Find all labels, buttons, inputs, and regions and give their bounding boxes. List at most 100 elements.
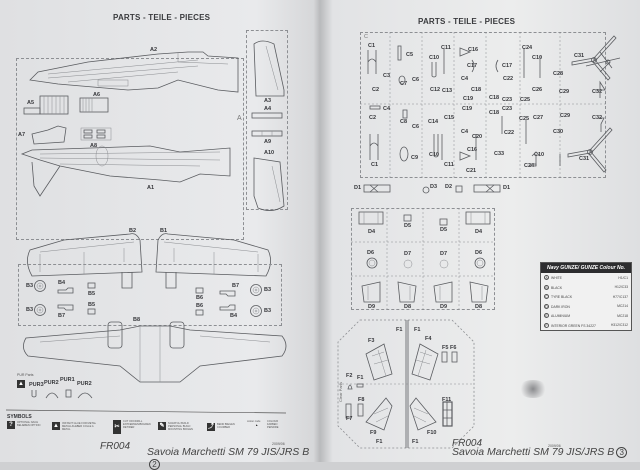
- label-c18-bottom: C18: [489, 110, 500, 116]
- wheel-b3-4: [250, 305, 262, 317]
- clear-parts-label: Clear Parts: [338, 381, 343, 402]
- label-c12: C12: [430, 87, 441, 93]
- label-c18-top-1: C18: [471, 87, 482, 93]
- colour-code-icon: ◔: [253, 423, 259, 430]
- label-d1-right: D1: [503, 185, 511, 191]
- label-c21: C21: [466, 168, 477, 174]
- label-a2: A2: [150, 47, 158, 53]
- label-a3: A3: [264, 98, 272, 104]
- label-f9: F9: [370, 430, 377, 436]
- parts-f2-f1: [347, 383, 364, 390]
- canopy-f10: [409, 397, 437, 431]
- symbols-divider: [5, 409, 287, 414]
- bend-icon: ⤴: [207, 423, 215, 431]
- part-b4-1: [57, 287, 74, 294]
- part-a6: [79, 97, 109, 113]
- label-f4: F4: [425, 336, 432, 342]
- symbol-cut-off: ✂ CUT OFF/DRILL ENTFERNEN/BOHREN RETIRER: [113, 420, 157, 434]
- label-c11-bottom: C11: [444, 162, 454, 168]
- propeller-c31-top: [571, 35, 617, 81]
- glue-bottle-icon: ▲: [52, 422, 60, 430]
- part-a8: [80, 127, 112, 141]
- left-page-number: 2: [149, 459, 160, 470]
- cowl-d8-left: [397, 281, 417, 303]
- label-c1-top: C1: [368, 43, 376, 49]
- part-f11: [442, 401, 453, 427]
- label-c25-bottom: C25: [519, 116, 530, 122]
- label-c28: C28: [553, 71, 564, 77]
- pur-parts-title: PUR Parts: [17, 373, 34, 377]
- label-c2-top: C2: [372, 87, 380, 93]
- label-b6-1: B6: [196, 295, 204, 301]
- label-c8: C8: [400, 119, 408, 125]
- label-a1: A1: [147, 185, 155, 191]
- label-b3-3: B3: [264, 287, 272, 293]
- label-f6: F6: [450, 345, 457, 351]
- label-d4-right: D4: [475, 229, 483, 235]
- fuselage-half-a1: [20, 145, 231, 197]
- label-c33: C33: [494, 151, 505, 157]
- glue-bottle-icon: ▲: [17, 380, 25, 388]
- label-d2: D2: [445, 184, 453, 190]
- label-c2-bottom: C2: [369, 115, 377, 121]
- label-c4-bottom-2: C4: [461, 129, 469, 135]
- symbol-colour: colour code ◔ COLOUR FARBEN PEINDRE: [247, 420, 279, 430]
- label-b2: B2: [129, 228, 137, 234]
- rudder-a10: [253, 157, 285, 211]
- wheel-d6-left: [366, 257, 378, 269]
- wing-half-b2: [27, 233, 143, 289]
- label-pur3: PUR3: [29, 382, 44, 388]
- label-a10: A10: [264, 150, 275, 156]
- label-c22-top: C22: [503, 76, 514, 82]
- wheel-d6-right: [474, 257, 486, 269]
- label-c25-top: C25: [520, 97, 531, 103]
- colour-table-header: Navy GUNZE/ GUNZE Colour No.: [541, 263, 631, 273]
- left-footer-date-code: 2009/06: [272, 442, 285, 446]
- right-page-title: PARTS - TEILE - PIECES: [418, 17, 516, 26]
- label-pur2-2: PUR2: [77, 381, 92, 387]
- cut-off-icon: ✂: [113, 420, 121, 434]
- label-c27: C27: [533, 115, 544, 121]
- sprue-f-frame: [337, 319, 475, 449]
- parts-f5-f6: [441, 351, 458, 363]
- symbol-instant-glue: ▲ INSTANT GLUE FOR METAL METALLKLEBER CO…: [52, 422, 96, 431]
- label-b1: B1: [160, 228, 168, 234]
- wheel-b3-3: [250, 284, 262, 296]
- part-d5-left: [403, 214, 412, 222]
- label-f1-5: F1: [412, 439, 419, 445]
- label-c24-bottom: C24: [524, 163, 535, 169]
- sprue-a-frame: [16, 58, 244, 240]
- label-b4-1: B4: [58, 280, 66, 286]
- part-b4-2: [219, 304, 236, 311]
- label-d5-right: D5: [440, 227, 448, 233]
- label-c3: C3: [383, 73, 391, 79]
- tail-fin-a3: [253, 40, 285, 97]
- left-footer-code: FR004: [100, 441, 131, 452]
- left-page-title: PARTS - TEILE - PIECES: [113, 13, 211, 22]
- label-c20: C20: [472, 134, 483, 140]
- lower-wing-b8: [23, 321, 287, 383]
- part-d1-left: [363, 184, 391, 193]
- pur-parts-shapes: [31, 389, 93, 399]
- label-f8: F8: [358, 397, 365, 403]
- label-d9-right: D9: [440, 304, 448, 310]
- fuselage-half-a2: [29, 51, 239, 93]
- label-c15: C15: [444, 115, 455, 121]
- label-c5: C5: [406, 52, 414, 58]
- scratch-build-icon: ✎: [158, 422, 166, 430]
- propeller-c31-bottom: [567, 127, 613, 173]
- right-page: PARTS - TEILE - PIECES C C1 C5 C11 C16 C…: [322, 0, 640, 462]
- sprue-c-grid: [360, 32, 606, 178]
- label-c24-top: C24: [522, 45, 533, 51]
- label-a7: A7: [18, 132, 26, 138]
- part-b5-1: [87, 282, 96, 289]
- label-c13: C13: [442, 88, 453, 94]
- label-c19-top: C19: [463, 96, 474, 102]
- right-page-number: 3: [616, 447, 628, 458]
- label-c1-bottom: C1: [371, 162, 379, 168]
- part-a4: [251, 112, 283, 119]
- label-f1-2: F1: [414, 327, 421, 333]
